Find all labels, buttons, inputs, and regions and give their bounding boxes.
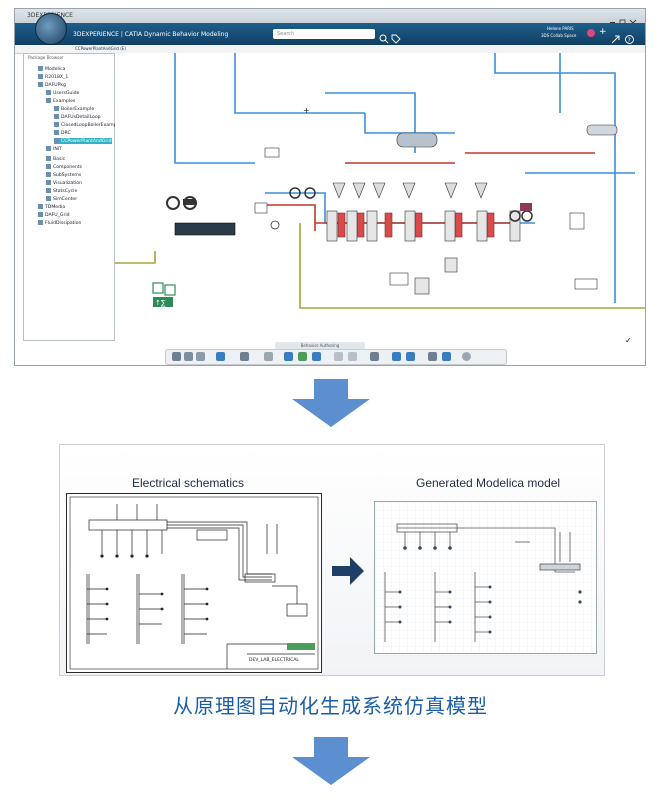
svg-text:✓: ✓ (625, 336, 632, 345)
electrical-schematic: DEV_LAB_ELECTRICAL (66, 493, 322, 673)
right-arrow-icon (332, 557, 364, 589)
add-icon[interactable]: + (599, 27, 607, 37)
share-icon[interactable] (611, 29, 620, 48)
tree-item[interactable]: BoilerExample (54, 106, 94, 112)
connect-icon[interactable] (406, 352, 415, 361)
tree-item[interactable]: DAFU_Grid (38, 212, 70, 218)
plant-diagram: ↑∑ + ✓ (115, 53, 645, 345)
tree-item[interactable]: DAFUsDetailLoop (54, 114, 101, 120)
diagram-canvas[interactable]: ↑∑ + ✓ (115, 53, 645, 349)
user-name: Helene PARIS (547, 26, 574, 31)
tree-item[interactable]: Examples (46, 98, 75, 104)
app-screenshot: 3DEXPERIENCE 3DEXPERIENCE | CATIA Dynami… (14, 8, 646, 366)
generated-model (374, 501, 597, 654)
copy-icon[interactable] (184, 352, 193, 361)
tree-item[interactable]: DAFUPkg (38, 82, 66, 88)
tree-item[interactable]: ClosedLoopBoilerExample (54, 122, 121, 128)
electrical-schematics-title: Electrical schematics (132, 476, 245, 490)
app-title: 3DEXPERIENCE | CATIA Dynamic Behavior Mo… (73, 31, 229, 38)
modelica-model-title: Generated Modelica model (416, 476, 561, 490)
svg-text:+: + (303, 106, 310, 115)
window-titlebar: 3DEXPERIENCE (15, 9, 645, 27)
tree-item[interactable]: SubSystems (46, 172, 81, 178)
bottom-toolbar-label: Behavior Authoring (275, 342, 365, 349)
paste-icon[interactable] (196, 352, 205, 361)
tree-item[interactable]: UsersGuide (46, 90, 79, 96)
tree-item[interactable]: Visualization (46, 180, 82, 186)
compass-icon[interactable] (35, 13, 67, 45)
undo-icon[interactable] (216, 352, 225, 361)
down-arrow-icon (292, 379, 370, 431)
tree-item[interactable]: R2018X_1 (38, 74, 68, 80)
package-browser: Package Browser Modelica R2018X_1 DAFUPk… (23, 53, 121, 341)
tree-item[interactable]: Basic (46, 156, 65, 162)
down-arrow-icon (292, 737, 370, 789)
pause-icon[interactable] (348, 352, 357, 361)
cut-icon[interactable] (172, 352, 181, 361)
tab-model[interactable]: CCPowerPlantAndGrid (E) (75, 46, 126, 51)
app-toolbar: 3DEXPERIENCE | CATIA Dynamic Behavior Mo… (15, 23, 645, 45)
tree-item[interactable]: SimCenter (46, 196, 77, 202)
tag-icon[interactable] (391, 29, 401, 48)
run-icon[interactable] (312, 352, 321, 361)
tree-item[interactable]: INIT (46, 146, 62, 152)
tree-item[interactable]: Components (46, 164, 82, 170)
more-icon[interactable] (462, 352, 471, 361)
svg-text:↑∑: ↑∑ (155, 299, 166, 307)
comparison-panel: Electrical schematics Generated Modelica… (59, 444, 605, 676)
tool-icon[interactable] (370, 352, 379, 361)
refresh-icon[interactable] (240, 352, 249, 361)
search-input[interactable]: Search (273, 29, 375, 39)
window-controls[interactable] (609, 12, 639, 27)
simulate-icon[interactable] (284, 352, 293, 361)
tree-title: Package Browser (28, 55, 64, 60)
check-icon[interactable] (298, 352, 307, 361)
layout-icon[interactable] (392, 352, 401, 361)
tree-item[interactable]: Modelica (38, 66, 65, 72)
schematic-stamp: DEV_LAB_ELECTRICAL (249, 657, 299, 663)
settings-icon[interactable] (442, 352, 451, 361)
user-space: 3DS Collab Space (541, 33, 577, 38)
tree-item[interactable]: StatsCycle (46, 188, 77, 194)
stop-icon[interactable] (334, 352, 343, 361)
svg-text:?: ? (628, 37, 631, 44)
tree-item-selected[interactable]: CCPowerPlantAndGrid (54, 138, 112, 144)
tree-item[interactable]: DRC (54, 130, 71, 136)
avatar[interactable] (587, 29, 595, 37)
view-icon[interactable] (428, 352, 437, 361)
caption: 从原理图自动化生成系统仿真模型 (173, 694, 488, 718)
help-icon[interactable]: ? (625, 29, 634, 48)
bottom-toolbar (165, 349, 507, 365)
export-icon[interactable] (264, 352, 273, 361)
tree-item[interactable]: FluidDissipation (38, 220, 81, 226)
search-icon[interactable] (379, 29, 389, 48)
tree-item[interactable]: TDMedia (38, 204, 65, 210)
